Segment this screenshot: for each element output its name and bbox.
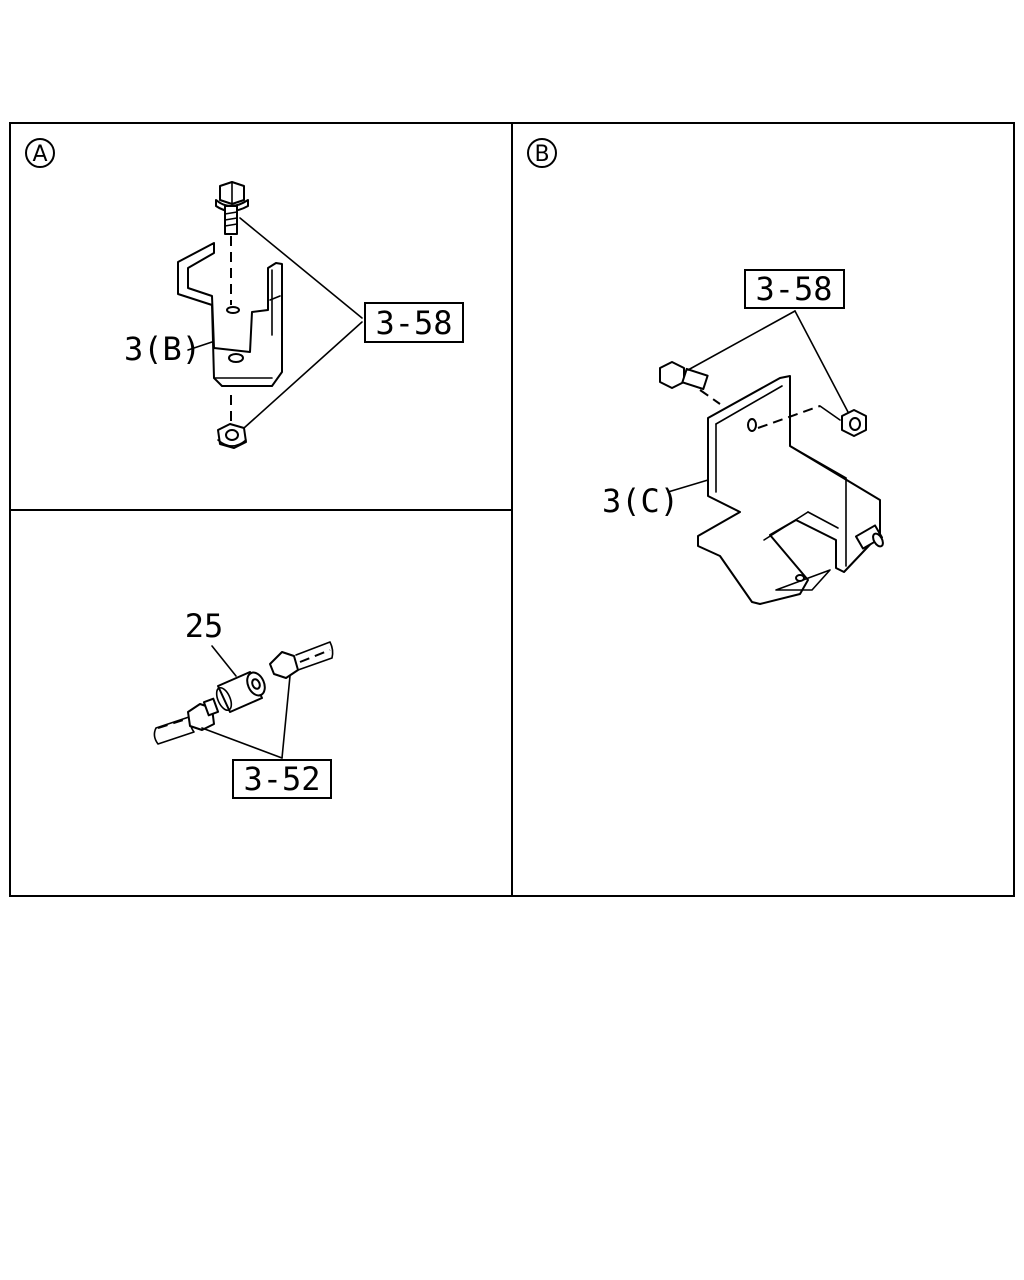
ref-3-52: 3-52 bbox=[243, 760, 320, 798]
ref-3-58-a: 3-58 bbox=[375, 304, 452, 342]
ref-box-3-58-b bbox=[744, 269, 845, 309]
nut-a bbox=[217, 395, 247, 449]
rod-left bbox=[153, 697, 220, 745]
panel-b: B bbox=[527, 138, 884, 605]
panel-a-badge: A bbox=[25, 138, 55, 168]
panel-c: 25 3-52 bbox=[153, 607, 334, 799]
panel-b-badge: B bbox=[527, 138, 557, 168]
label-25: 25 bbox=[185, 607, 224, 645]
panel-b-badge-text: B bbox=[534, 142, 549, 167]
label-3c: 3(C) bbox=[602, 482, 679, 520]
label-3b: 3(B) bbox=[124, 330, 201, 368]
ref-3-58-b: 3-58 bbox=[755, 270, 832, 308]
bolt-b bbox=[659, 361, 721, 405]
bracket-3b bbox=[177, 242, 283, 387]
bolt-a bbox=[215, 181, 249, 305]
nut-b bbox=[841, 409, 867, 437]
panel-a-badge-text: A bbox=[32, 142, 47, 167]
ref-box-3-52 bbox=[232, 759, 332, 799]
bracket-3c bbox=[697, 375, 884, 605]
panel-a: A 3( bbox=[25, 138, 464, 449]
rod-right bbox=[269, 641, 334, 679]
ref-box-3-58-a bbox=[364, 302, 464, 343]
spacer-25 bbox=[215, 671, 266, 713]
panel-frames bbox=[9, 122, 1015, 897]
